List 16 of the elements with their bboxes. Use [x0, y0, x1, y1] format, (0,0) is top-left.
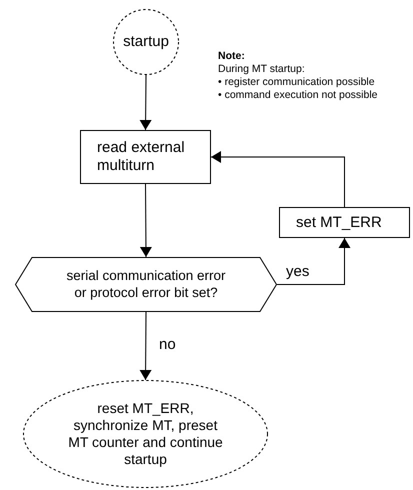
arrow [210, 151, 345, 208]
process-box [279, 207, 410, 238]
process-box [80, 130, 211, 184]
arrow [276, 238, 350, 285]
note-heading: Note: [218, 50, 246, 63]
node-label: set MT_ERR [296, 214, 382, 232]
arrow [140, 184, 152, 258]
note-text: • register communication possible [218, 76, 376, 89]
node-label: startup [123, 33, 169, 51]
node-label: reset MT_ERR, synchronize MT, preset MT counter and continue startup [67, 400, 224, 468]
node-label: read external multiturn [97, 139, 186, 175]
arrow [140, 74, 152, 130]
note-text: During MT startup: [218, 63, 306, 76]
node-label: serial communication error or protocol error bit set? [65, 268, 227, 301]
arrow [140, 312, 152, 380]
note-text: • command execution not possible [218, 89, 378, 102]
